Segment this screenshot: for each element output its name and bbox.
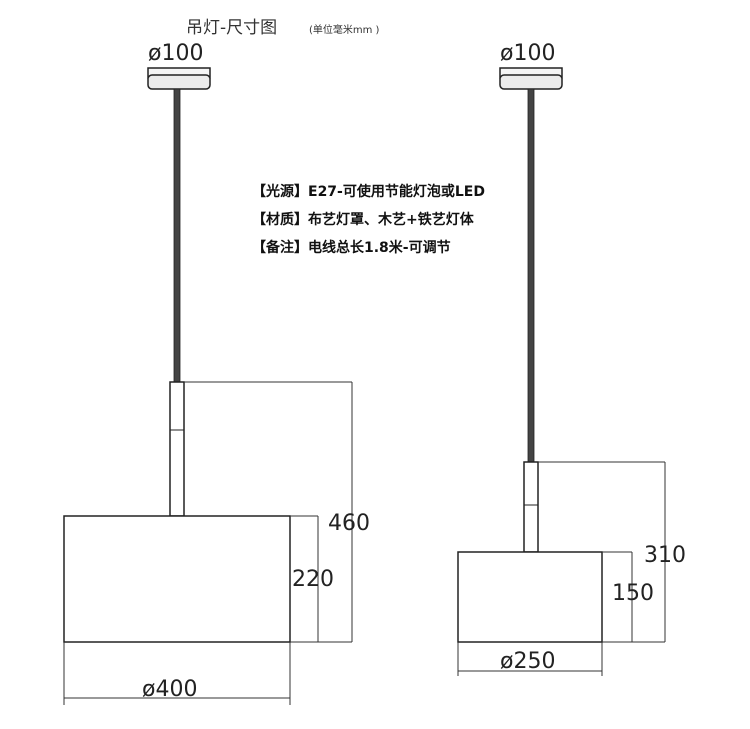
small-shade-dia-label: ø250 (500, 649, 555, 674)
large-shade-height-label: 220 (292, 567, 334, 592)
small-canopy (499, 67, 563, 90)
small-dimension-lines (457, 461, 666, 676)
large-lamp-holder (169, 381, 185, 517)
small-cord (527, 88, 535, 463)
small-total-height-label: 310 (644, 543, 686, 568)
small-lamp: ø100 310 150 ø250 (457, 41, 686, 676)
large-lamp: ø100 460 220 ø400 (63, 41, 370, 705)
small-shade-height-label: 150 (612, 581, 654, 606)
large-shade (63, 515, 291, 643)
spec-notes: 【光源】E27-可使用节能灯泡或LED 【材质】布艺灯罩、木艺+铁艺灯体 【备注… (252, 183, 485, 256)
large-canopy (147, 67, 211, 90)
small-canopy-dia-label: ø100 (500, 41, 555, 66)
large-dimension-lines (63, 381, 353, 705)
note-light-source: 【光源】E27-可使用节能灯泡或LED (252, 183, 485, 200)
diagram-title: 吊灯-尺寸图 (186, 18, 277, 38)
small-lamp-holder (523, 461, 539, 553)
note-remark: 【备注】电线总长1.8米-可调节 (252, 239, 451, 256)
large-shade-dia-label: ø400 (142, 677, 197, 702)
large-canopy-dia-label: ø100 (148, 41, 203, 66)
large-cord (173, 88, 181, 383)
small-shade (457, 551, 603, 643)
note-material: 【材质】布艺灯罩、木艺+铁艺灯体 (252, 211, 475, 228)
large-total-height-label: 460 (328, 511, 370, 536)
unit-note: (单位毫米mm ) (309, 23, 380, 36)
